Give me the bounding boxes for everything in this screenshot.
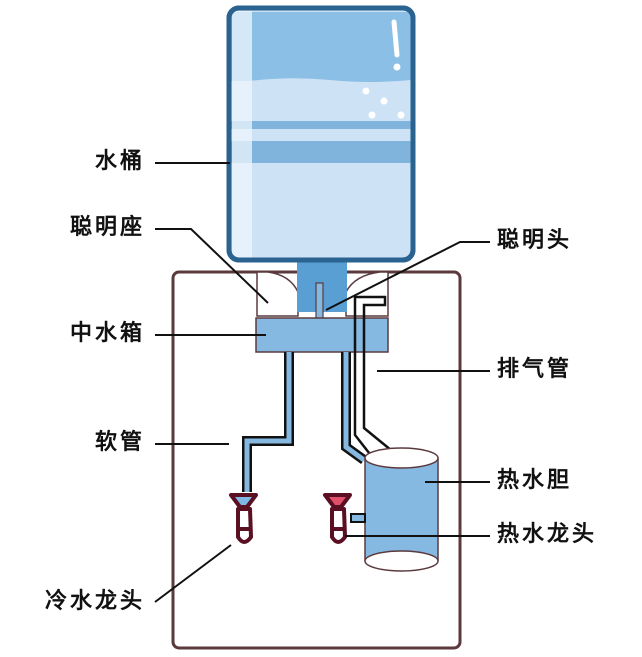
cold-tap xyxy=(229,493,258,544)
leader-cold-tap xyxy=(154,544,232,603)
label-hot-tap: 热水龙头 xyxy=(497,522,598,547)
middle-tank xyxy=(255,317,389,353)
label-smart-seat: 聪明座 xyxy=(69,215,145,240)
label-middle-tank: 中水箱 xyxy=(69,321,145,346)
label-hose: 软管 xyxy=(94,430,145,455)
leader-smart-head xyxy=(325,241,490,311)
label-vent-pipe: 排气管 xyxy=(497,357,573,382)
vent-pipe xyxy=(353,295,398,459)
hot-water-tank xyxy=(364,447,439,572)
label-cold-tap: 冷水龙头 xyxy=(44,589,145,614)
smart-head xyxy=(315,282,324,324)
hot-tap xyxy=(323,493,352,544)
leader-lines xyxy=(154,162,490,603)
label-bucket: 水桶 xyxy=(94,149,145,174)
label-hot-tank: 热水胆 xyxy=(497,468,573,493)
leader-smart-seat xyxy=(155,228,269,304)
label-smart-head: 聪明头 xyxy=(497,228,573,253)
water-bucket xyxy=(226,5,416,263)
